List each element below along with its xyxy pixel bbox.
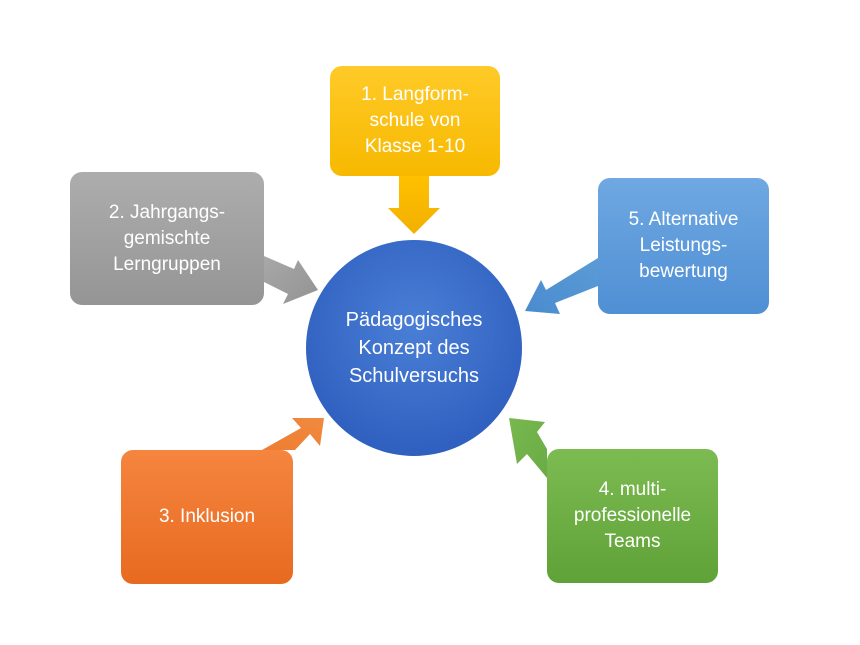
arrow-3: [262, 418, 324, 450]
arrow-5: [525, 258, 598, 314]
arrow-2: [264, 256, 318, 304]
node-jahrgangsgemischte-lerngruppen: 2. Jahrgangs- gemischte Lerngruppen: [70, 172, 264, 305]
node-alternative-leistungsbewertung-label: 5. Alternative Leistungs- bewertung: [628, 209, 739, 282]
center-concept-text: Pädagogisches Konzept des Schulversuchs: [345, 309, 483, 387]
center-circle: [306, 240, 522, 456]
node-multiprofessionelle-teams: 4. multi- professionelle Teams: [547, 449, 718, 583]
node-multiprofessionelle-teams-label: 4. multi- professionelle Teams: [573, 479, 692, 552]
node-langformschule-label: 1. Langform- schule von Klasse 1-10: [361, 84, 469, 157]
center-concept-label: Pädagogisches Konzept des Schulversuchs: [306, 240, 522, 456]
arrow-4: [509, 418, 547, 478]
node-jahrgangsgemischte-lerngruppen-label: 2. Jahrgangs- gemischte Lerngruppen: [108, 201, 226, 275]
node-inklusion: 3. Inklusion: [121, 450, 293, 584]
node-alternative-leistungsbewertung: 5. Alternative Leistungs- bewertung: [598, 178, 769, 314]
node-langformschule: 1. Langform- schule von Klasse 1-10: [330, 66, 500, 176]
node-inklusion-label: 3. Inklusion: [158, 506, 256, 527]
arrow-1: [388, 176, 440, 234]
